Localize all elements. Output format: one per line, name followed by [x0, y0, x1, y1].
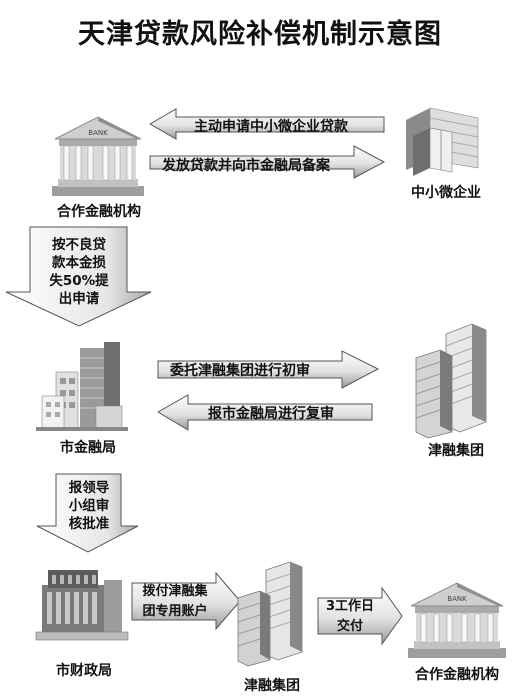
label-sme: 中小微企业 — [411, 185, 481, 201]
text-leader-approval-line-3: 核批准 — [68, 516, 110, 532]
arrow-right-issue-loan — [149, 145, 386, 179]
bank-building-icon — [52, 116, 144, 196]
text-leader-approval: 报领导 小组审 核批准 — [56, 479, 122, 533]
bank-building-bottom-icon — [408, 582, 506, 658]
label-bank-top: 合作金融机构 — [57, 204, 141, 220]
text-leader-approval-line-1: 报领导 — [68, 480, 110, 496]
text-allocate-funds-line-2: 团专用账户 — [142, 604, 208, 619]
jinrong-group-towers-icon — [415, 323, 487, 439]
arrow-right-entrust-review — [157, 350, 380, 389]
bank-sign-top: BANK — [88, 129, 108, 137]
text-leader-approval-line-2: 小组审 — [68, 498, 110, 514]
text-pay-in-3-days: 3工作日 交付 — [318, 597, 382, 637]
text-apply-compensation: 按不良贷 款本金损 失50%提 出申请 — [30, 236, 128, 308]
text-apply-compensation-line-4: 出申请 — [58, 291, 100, 307]
bank-sign-bottom: BANK — [447, 595, 467, 603]
text-apply-compensation-line-3: 失50%提 — [49, 273, 109, 289]
text-apply-compensation-line-2: 款本金损 — [52, 255, 106, 271]
text-pay-in-3-days-line-1: 3工作日 — [325, 599, 375, 614]
label-jinrong-group-bottom: 津融集团 — [244, 678, 300, 694]
text-apply-loan: 主动申请中小微企业贷款 — [194, 119, 348, 135]
diagram-title: 天津贷款风险补偿机制示意图 — [78, 19, 442, 50]
sme-building-icon — [406, 107, 479, 176]
jinrong-group-towers-bottom-icon — [237, 561, 303, 667]
text-allocate-funds-line-1: 拨付津融集 — [142, 584, 208, 599]
text-pay-in-3-days-line-2: 交付 — [336, 619, 363, 634]
text-report-recheck: 报市金融局进行复审 — [208, 406, 334, 422]
label-bank-bottom: 合作金融机构 — [415, 667, 499, 683]
arrow-right-pay-in-3-days — [317, 586, 403, 646]
text-entrust-review: 委托津融集团进行初审 — [170, 363, 310, 379]
text-allocate-funds: 拨付津融集 团专用账户 — [133, 582, 217, 622]
finance-bureau-building-icon — [36, 342, 128, 431]
label-city-finance-bureau: 市金融局 — [60, 440, 116, 456]
arrow-left-report-recheck — [157, 394, 373, 431]
arrow-down-leader-approval — [36, 473, 139, 553]
label-city-finance-dept: 市财政局 — [56, 663, 112, 679]
arrow-left-apply-loan — [148, 108, 385, 140]
finance-department-building-icon — [35, 570, 129, 641]
arrow-down-apply-compensation — [5, 226, 152, 327]
label-jinrong-group-mid: 津融集团 — [428, 443, 484, 459]
arrow-right-allocate-funds — [131, 571, 241, 631]
text-issue-loan: 发放贷款并向市金融局备案 — [162, 158, 330, 174]
text-apply-compensation-line-1: 按不良贷 — [52, 237, 106, 253]
